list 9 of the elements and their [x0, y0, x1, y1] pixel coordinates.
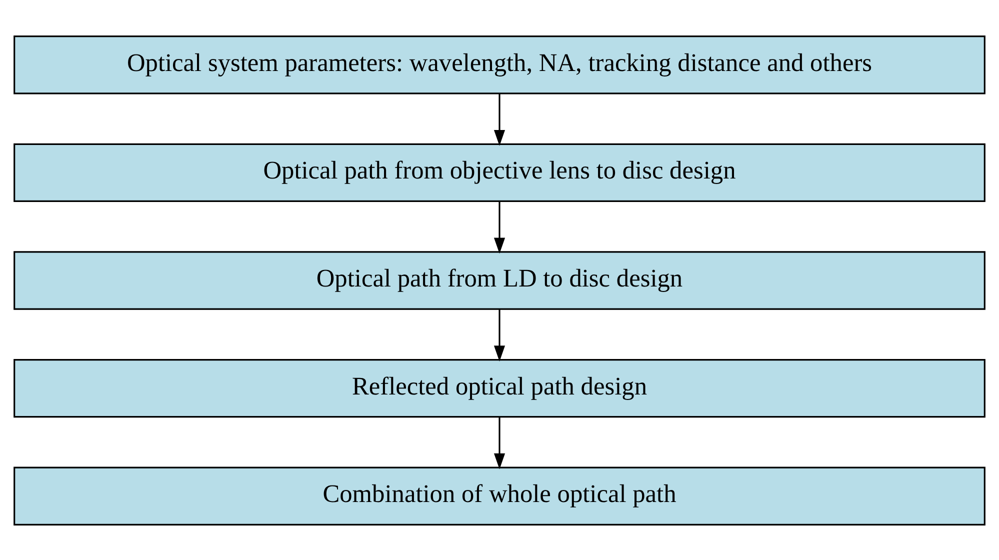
node-box: Combination of whole optical path — [14, 466, 986, 525]
node-box: Optical system parameters: wavelength, NA, tracking distance and others — [14, 35, 986, 94]
node-box: Optical path from objective lens to disc design — [14, 142, 986, 202]
arrow — [494, 93, 506, 146]
arrow — [494, 309, 506, 361]
node-box: Optical path from LD to disc design — [14, 250, 986, 310]
arrow — [494, 416, 506, 469]
node-box: Reflected optical path design — [14, 358, 986, 418]
arrow — [494, 201, 506, 254]
